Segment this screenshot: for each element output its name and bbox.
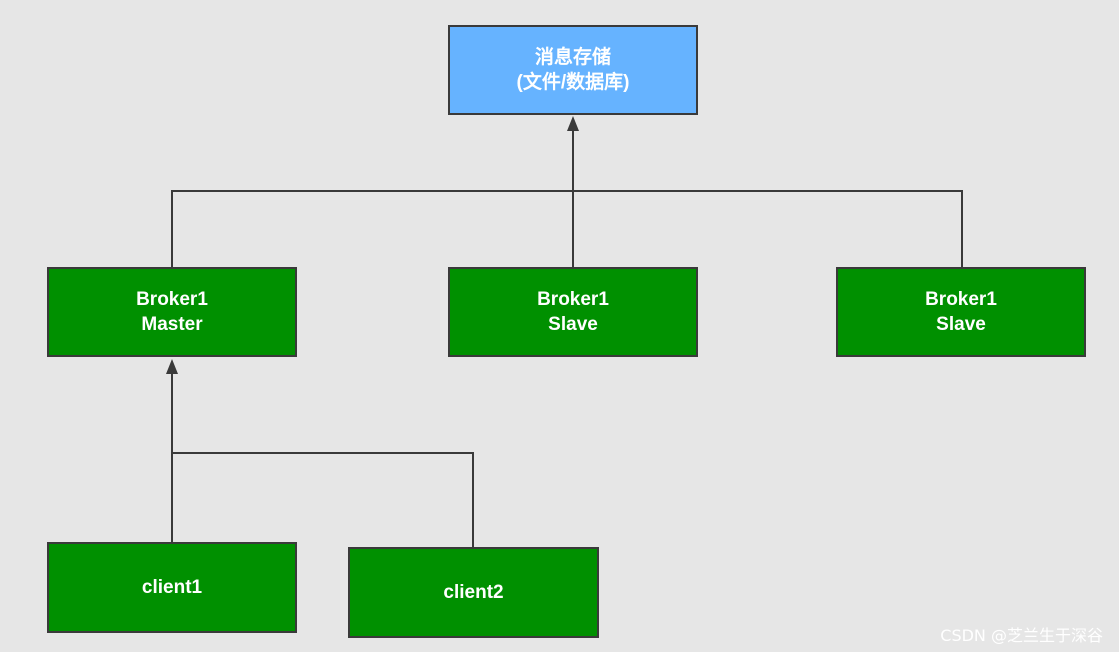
storage-subtitle: (文件/数据库): [516, 72, 630, 93]
client2-connector: [172, 452, 474, 548]
broker-slave2-role: Slave: [936, 314, 986, 335]
broker-master-role: Master: [141, 314, 203, 335]
broker-slave2-node: Broker1 Slave: [836, 267, 1086, 357]
broker-slave2-name: Broker1: [925, 289, 997, 310]
storage-arrowhead: [567, 116, 579, 131]
broker-master-node: Broker1 Master: [47, 267, 297, 357]
client2-label: client2: [443, 582, 504, 603]
broker-master-connector: [171, 190, 573, 268]
broker-slave1-name: Broker1: [537, 289, 609, 310]
broker-slave1-role: Slave: [548, 314, 598, 335]
broker-slave2-connector: [573, 190, 963, 268]
broker-slave1-node: Broker1 Slave: [448, 267, 698, 357]
client1-node: client1: [47, 542, 297, 633]
master-arrowhead: [166, 359, 178, 374]
client2-node: client2: [348, 547, 599, 638]
broker-master-name: Broker1: [136, 289, 208, 310]
client1-label: client1: [141, 577, 203, 598]
storage-node: 消息存储 (文件/数据库): [448, 25, 698, 115]
storage-title: 消息存储: [534, 47, 611, 68]
watermark: CSDN @芝兰生于深谷: [940, 626, 1103, 645]
